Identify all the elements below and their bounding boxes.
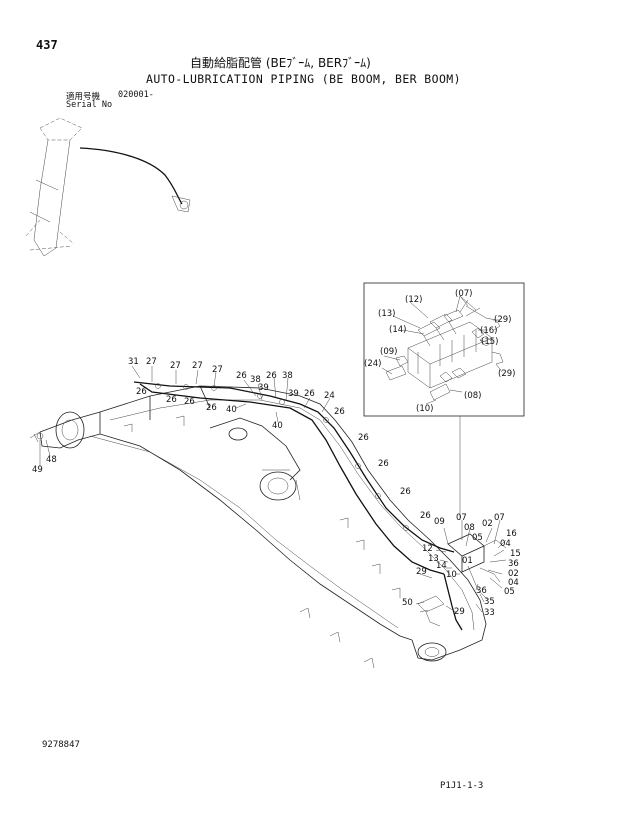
callout-08-inset: (08) — [464, 391, 481, 401]
callout-26: 26 — [358, 433, 369, 443]
inset-detail-box — [363, 282, 525, 520]
callout-13-inset: (13) — [378, 309, 395, 319]
serial-label-english: Serial No — [66, 100, 113, 110]
callout-29: 29 — [416, 567, 427, 577]
callout-08: 08 — [464, 523, 475, 533]
callout-13: 13 — [428, 554, 439, 564]
callout-15-inset: (15) — [481, 337, 498, 347]
page-title-english: AUTO-LUBRICATION PIPING (BE BOOM, BER BO… — [146, 72, 461, 86]
callout-39: 39 — [258, 383, 269, 393]
callout-26: 26 — [236, 371, 247, 381]
page-title-japanese: 自動給脂配管 (BEﾌﾞｰﾑ, BERﾌﾞｰﾑ) — [190, 56, 371, 70]
page-code: P1J1-1-3 — [440, 781, 484, 791]
callout-leaders — [39, 365, 507, 613]
callout-16: 16 — [506, 529, 517, 539]
callout-48: 48 — [46, 455, 57, 465]
callout-24: 24 — [324, 391, 335, 401]
callout-38: 38 — [250, 375, 261, 385]
callout-07-inset: (07) — [455, 289, 472, 299]
page-number: 437 — [36, 38, 58, 52]
callout-36: 36 — [508, 559, 519, 569]
callout-16-inset: (16) — [480, 326, 497, 336]
callout-50: 50 — [402, 598, 413, 608]
callout-29: 29 — [454, 607, 465, 617]
callout-14: 14 — [436, 561, 447, 571]
serial-number-range: 020001- — [118, 90, 154, 100]
callout-09: 09 — [434, 517, 445, 527]
callout-26: 26 — [378, 459, 389, 469]
callout-05: 05 — [504, 587, 515, 597]
callout-38: 38 — [282, 371, 293, 381]
callout-09-inset: (09) — [380, 347, 397, 357]
callout-27: 27 — [170, 361, 181, 371]
callout-39: 39 — [288, 389, 299, 399]
callout-07: 07 — [494, 513, 505, 523]
drawing-number: 9278847 — [42, 740, 80, 750]
callout-02: 02 — [508, 569, 519, 579]
callout-26: 26 — [400, 487, 411, 497]
callout-26: 26 — [184, 397, 195, 407]
callout-26: 26 — [266, 371, 277, 381]
boom-structure — [29, 381, 507, 669]
callout-10-inset: (10) — [416, 404, 433, 414]
callout-29-inset-bottom: (29) — [498, 369, 515, 379]
callout-31: 31 — [128, 357, 139, 367]
callout-26: 26 — [420, 511, 431, 521]
callout-26: 26 — [206, 403, 217, 413]
machine-overview-sketch — [25, 117, 191, 257]
serial-label-japanese: 適用号機 — [66, 92, 101, 102]
callout-27: 27 — [146, 357, 157, 367]
callout-12-inset: (12) — [405, 295, 422, 305]
callout-02: 02 — [482, 519, 493, 529]
callout-04: 04 — [508, 578, 519, 588]
callout-36: 36 — [476, 586, 487, 596]
callout-35: 35 — [484, 597, 495, 607]
callout-10: 10 — [446, 570, 457, 580]
callout-27: 27 — [212, 365, 223, 375]
callout-24-inset: (24) — [364, 359, 381, 369]
callout-04: 04 — [500, 539, 511, 549]
callout-26: 26 — [334, 407, 345, 417]
inset-callouts: (07) (12) (13) (14) (29) (16) (15) (09) … — [364, 289, 515, 414]
callout-26: 26 — [136, 387, 147, 397]
callout-49: 49 — [32, 465, 43, 475]
callout-26: 26 — [304, 389, 315, 399]
callout-27: 27 — [192, 361, 203, 371]
callout-07: 07 — [456, 513, 467, 523]
callout-26: 26 — [166, 395, 177, 405]
callout-15: 15 — [510, 549, 521, 559]
callout-33: 33 — [484, 608, 495, 618]
boom-callouts: 31 27 27 27 27 26 26 26 26 26 26 26 26 2… — [32, 357, 521, 618]
callout-14-inset: (14) — [389, 325, 406, 335]
callout-05: 05 — [472, 533, 483, 543]
callout-29-inset-top: (29) — [494, 315, 511, 325]
callout-40: 40 — [226, 405, 237, 415]
callout-12: 12 — [422, 544, 433, 554]
callout-40: 40 — [272, 421, 283, 431]
callout-01: 01 — [462, 556, 473, 566]
